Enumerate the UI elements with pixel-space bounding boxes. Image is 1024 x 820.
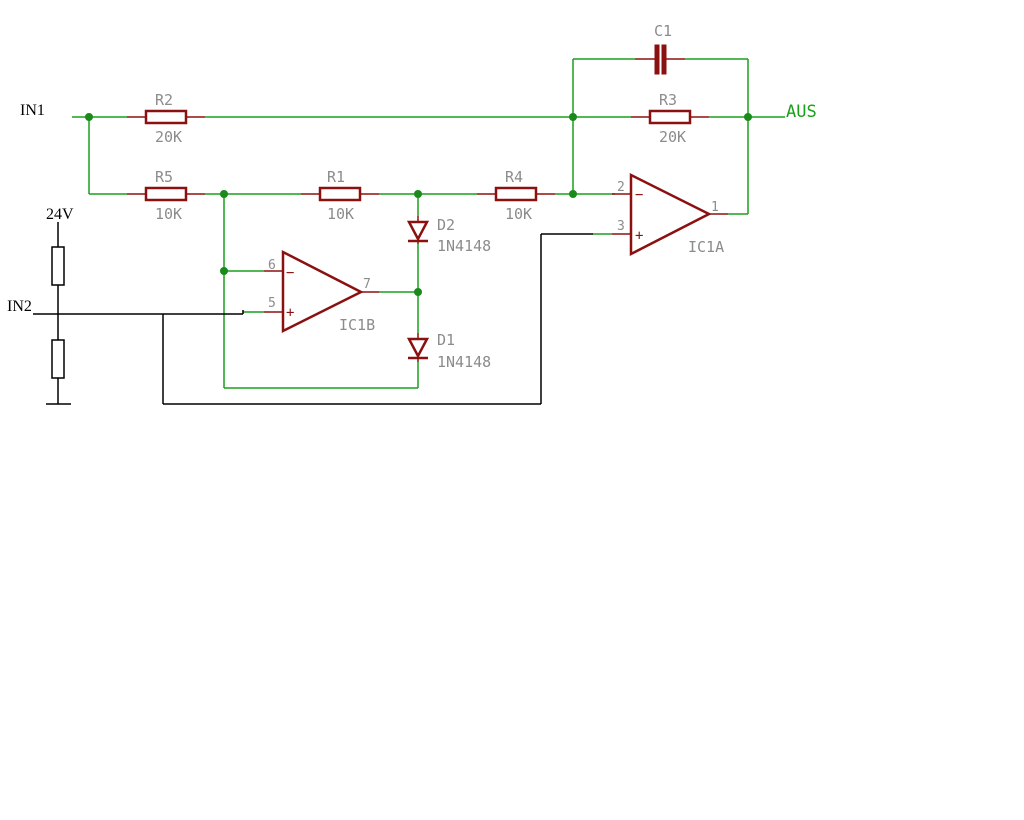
- ic1b-pin-inv: 6: [268, 258, 276, 273]
- ic1a-pin-out: 1: [711, 200, 719, 215]
- junction-dot: [414, 288, 422, 296]
- junction-dot: [744, 113, 752, 121]
- ic1a-name: IC1A: [688, 238, 724, 256]
- resistor-r4: [477, 186, 555, 202]
- junction-dot: [220, 190, 228, 198]
- black-wires: [33, 222, 593, 405]
- r3-value: 20K: [659, 128, 686, 146]
- r5-value: 10K: [155, 205, 182, 223]
- ic1b-minus-symbol: −: [286, 265, 294, 281]
- r1-value: 10K: [327, 205, 354, 223]
- junction-dot: [569, 113, 577, 121]
- capacitor-c1: [635, 44, 685, 75]
- r3-name: R3: [659, 91, 677, 109]
- input-in1-label: IN1: [20, 102, 45, 119]
- r2-value: 20K: [155, 128, 182, 146]
- resistor-r3: [631, 109, 709, 125]
- ic1a-minus-symbol: −: [635, 187, 643, 203]
- output-aus-label: AUS: [786, 102, 817, 122]
- junction-dot: [569, 190, 577, 198]
- ic1b-pin-out: 7: [363, 277, 371, 292]
- r4-name: R4: [505, 168, 523, 186]
- resistor-r5: [127, 186, 205, 202]
- resistor-r1: [301, 186, 379, 202]
- r2-name: R2: [155, 91, 173, 109]
- ic1a-pin-noninv: 3: [617, 219, 625, 234]
- ic1b-pin-noninv: 5: [268, 296, 276, 311]
- c1-name: C1: [654, 22, 672, 40]
- r4-value: 10K: [505, 205, 532, 223]
- d1-name: D1: [437, 331, 455, 349]
- junction-dot: [220, 267, 228, 275]
- ic1a-plus-symbol: +: [635, 228, 643, 244]
- opamp-ic1a: − +: [612, 172, 728, 257]
- d2-value: 1N4148: [437, 237, 491, 255]
- input-in2-label: IN2: [7, 298, 32, 315]
- d1-value: 1N4148: [437, 353, 491, 371]
- ic1a-pin-inv: 2: [617, 180, 625, 195]
- ic1b-name: IC1B: [339, 316, 375, 334]
- opamp-ic1b: − +: [264, 249, 379, 334]
- d2-name: D2: [437, 216, 455, 234]
- diode-d2: [406, 216, 430, 244]
- diode-d1: [406, 333, 430, 362]
- junction-nodes: [85, 113, 752, 296]
- r5-name: R5: [155, 168, 173, 186]
- resistor-r2: [127, 109, 205, 125]
- junction-dot: [414, 190, 422, 198]
- junction-dot: [85, 113, 93, 121]
- r1-name: R1: [327, 168, 345, 186]
- supply-24v-label: 24V: [46, 206, 74, 223]
- ic1b-plus-symbol: +: [286, 305, 294, 321]
